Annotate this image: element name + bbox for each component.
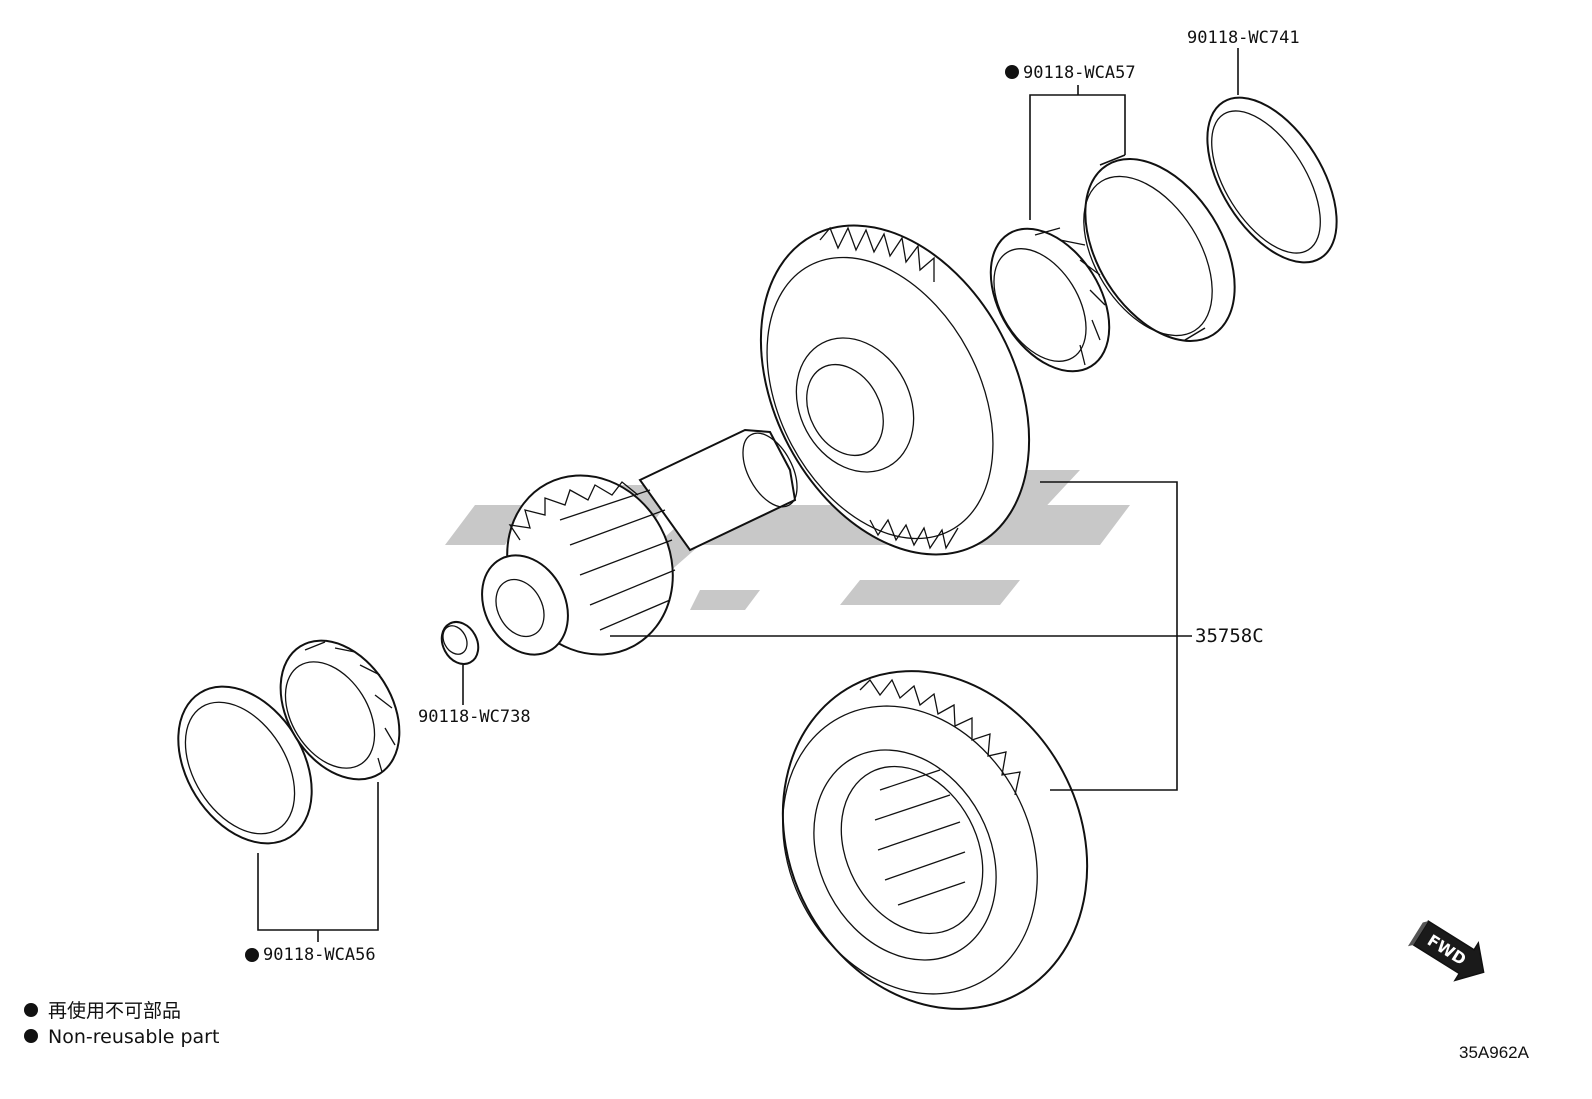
legend-text-jp: 再使用不可部品 [48,1000,181,1022]
bearing-cone-wca56 [279,639,401,781]
label-90118-wca57: 90118-WCA57 [1023,63,1136,83]
ring-gear-splined [781,670,1089,1010]
ring-wc738 [440,620,480,666]
non-reusable-dot-wca57 [1005,65,1019,79]
bearing-cone-wca57 [989,227,1111,373]
bearing-cup-wca57 [1083,154,1236,342]
snap-ring-wc741 [1206,96,1338,264]
illustration-code: 35A962A [1459,1043,1530,1062]
label-90118-wc738: 90118-WC738 [418,707,531,727]
legend-text-en: Non-reusable part [48,1026,219,1048]
leader-lines [257,48,1239,942]
label-90118-wca56: 90118-WCA56 [263,945,376,965]
legend-dot-en [24,1029,38,1043]
counter-driven-gear [759,224,1031,556]
fwd-arrow-icon: FWD [1407,920,1485,982]
legend-dot-jp [24,1003,38,1017]
counter-drive-gear-shaft [481,428,798,656]
non-reusable-dot-wca56 [245,948,259,962]
bearing-cup-wca56 [177,685,313,845]
label-90118-wc741: 90118-WC741 [1187,28,1300,48]
label-35758c: 35758C [1195,625,1264,647]
legend: 再使用不可部品 Non-reusable part [24,1000,219,1048]
